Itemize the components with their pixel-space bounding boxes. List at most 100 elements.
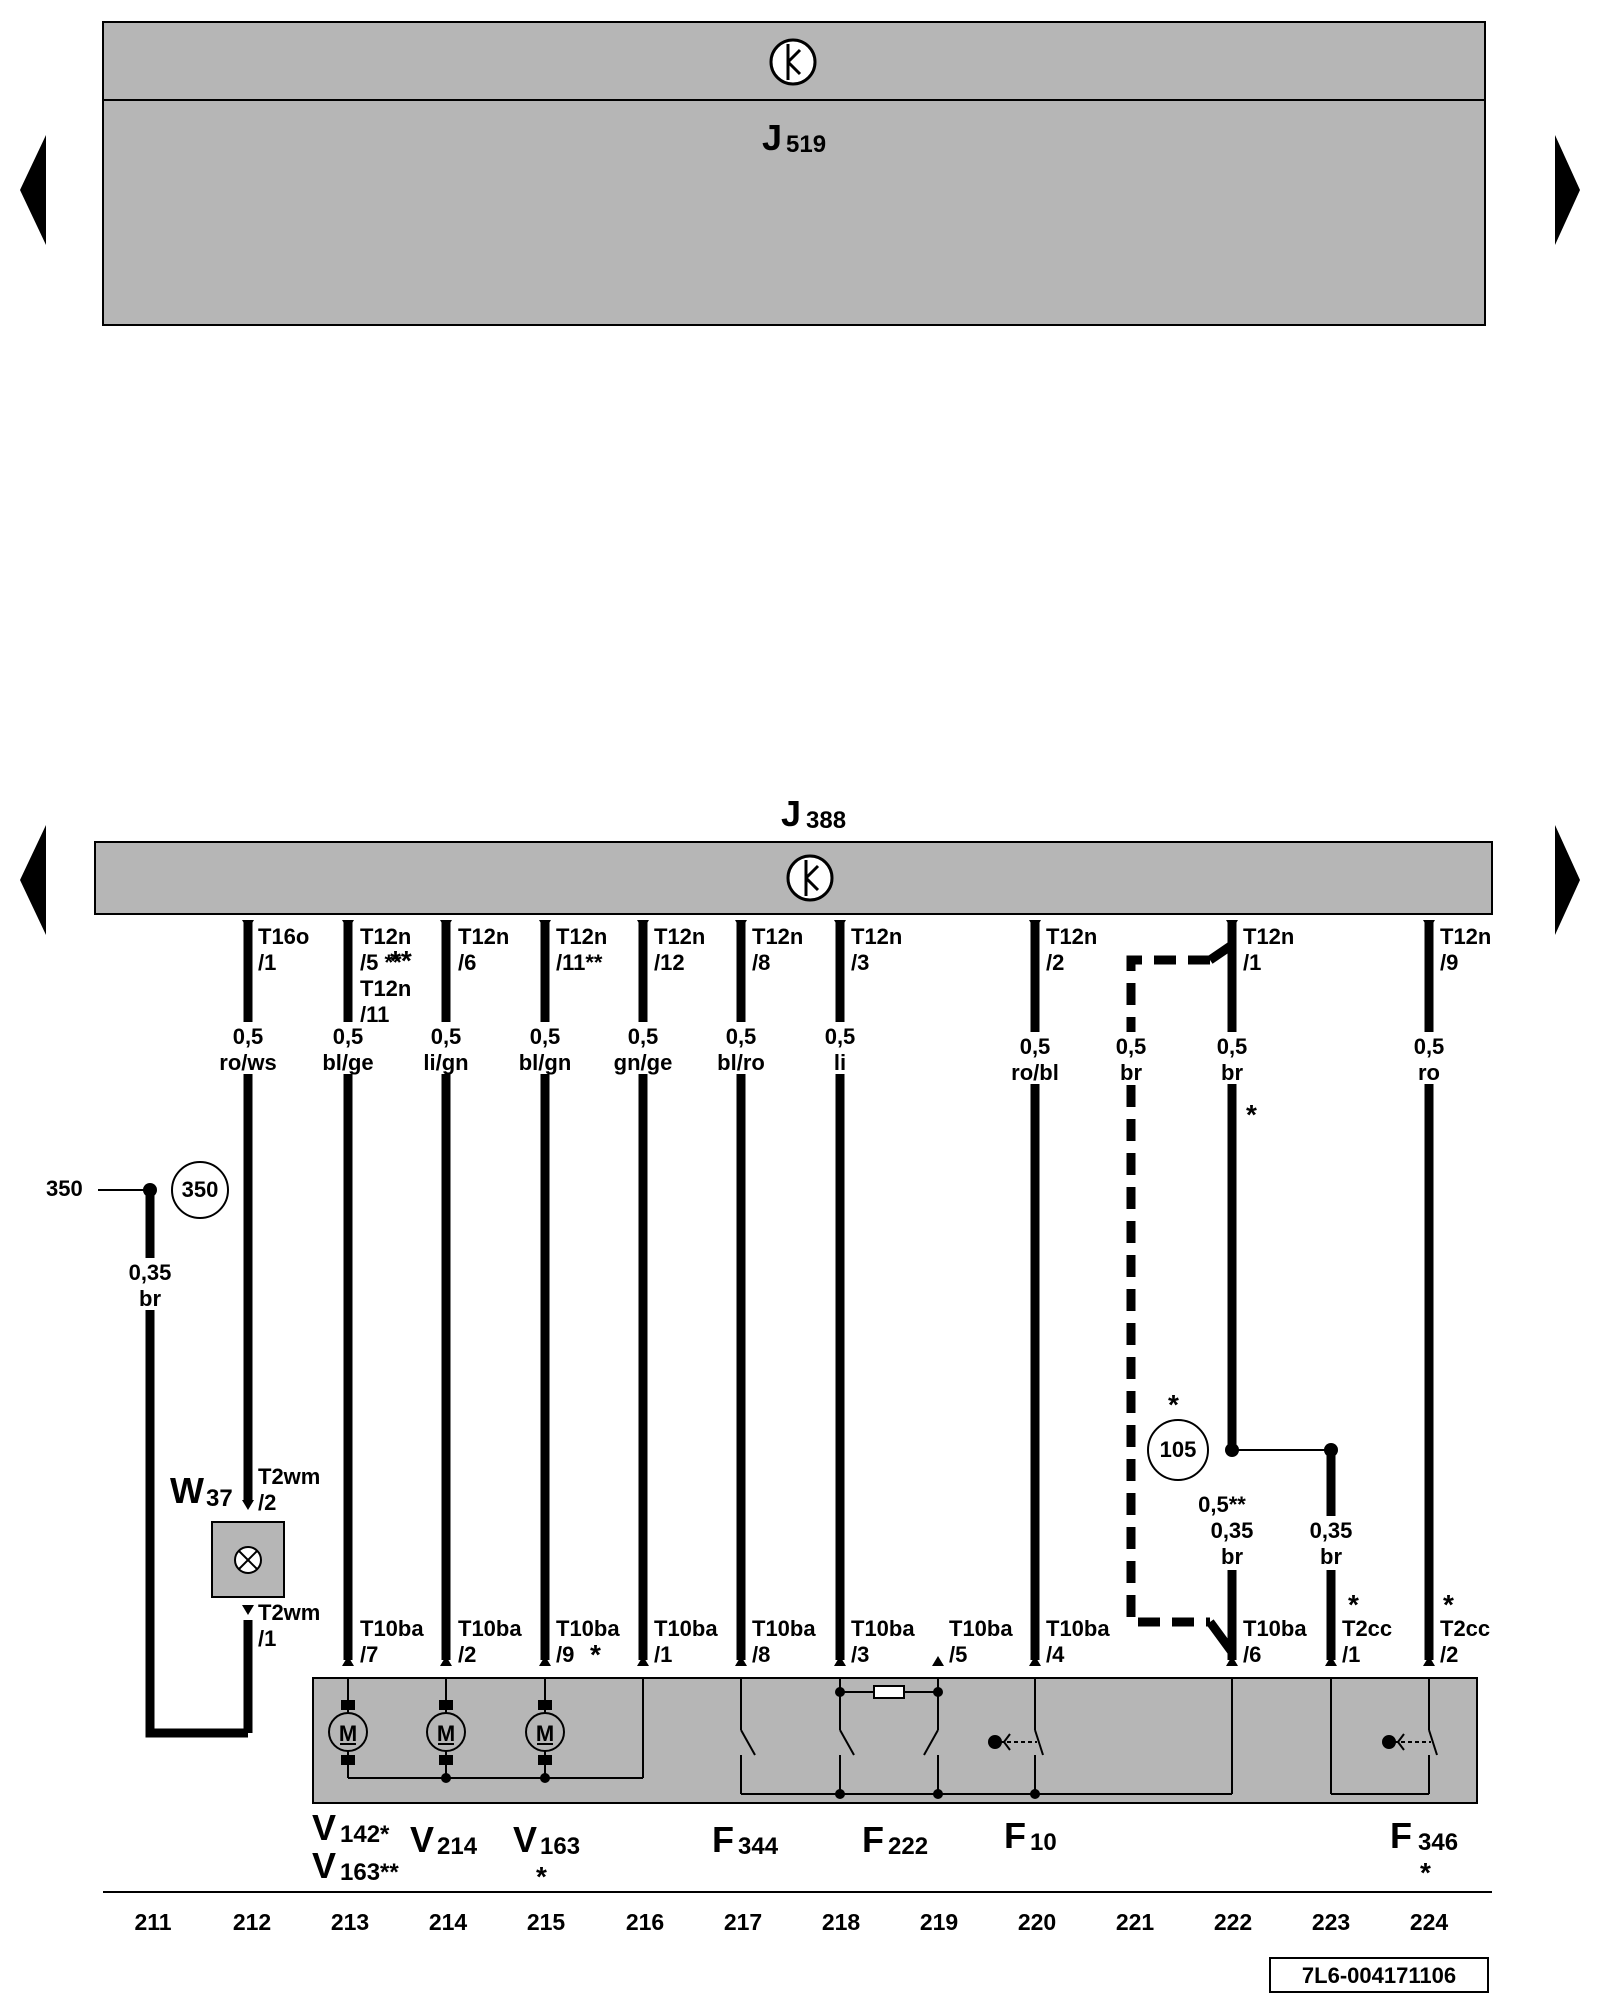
wire-224-color: ro bbox=[1418, 1060, 1440, 1085]
connector-labels-top: T16o /1 T12n /5 ** T12n /11 T12n /6 T12n… bbox=[258, 924, 1491, 1027]
ref-350-label: 350 bbox=[46, 1176, 83, 1201]
track-217: 217 bbox=[724, 1909, 762, 1935]
conn-214-l1: T12n bbox=[458, 924, 509, 949]
wire-211 bbox=[145, 1190, 248, 1738]
comp-f222-name: F bbox=[862, 1819, 884, 1860]
svg-text:M: M bbox=[339, 1721, 357, 1746]
svg-text:M: M bbox=[536, 1721, 554, 1746]
comp-v163b-name: V bbox=[312, 1845, 336, 1886]
comp-f222-sub: 222 bbox=[888, 1833, 928, 1860]
junction-dot bbox=[1324, 1443, 1338, 1457]
wire-217-color: bl/ro bbox=[717, 1050, 765, 1075]
wire-222b-size2: 0,35 bbox=[1211, 1518, 1254, 1543]
comp-v163b-sub: 163** bbox=[340, 1859, 399, 1886]
ref-105-circle: 105 bbox=[1160, 1437, 1197, 1462]
motor-icon: M bbox=[426, 1700, 466, 1765]
lconn-224-l2: /2 bbox=[1440, 1642, 1458, 1667]
wire-218-size: 0,5 bbox=[825, 1024, 856, 1049]
prev-page-arrow-top[interactable] bbox=[20, 135, 46, 245]
wire-221-color: br bbox=[1120, 1060, 1142, 1085]
track-216: 216 bbox=[626, 1909, 664, 1935]
track-211: 211 bbox=[134, 1909, 171, 1935]
track-218: 218 bbox=[822, 1909, 861, 1935]
conn-218-l1: T12n bbox=[851, 924, 902, 949]
track-212: 212 bbox=[233, 1909, 271, 1935]
lconn-215-l2: /9 bbox=[556, 1642, 574, 1667]
track-215: 215 bbox=[527, 1909, 566, 1935]
lconn-214-l1: T10ba bbox=[458, 1616, 522, 1641]
wire-222b-size: 0,5** bbox=[1198, 1492, 1246, 1517]
star-f346: * bbox=[1420, 1857, 1431, 1888]
lconn-216-l2: /1 bbox=[654, 1642, 672, 1667]
wire-216-size: 0,5 bbox=[628, 1024, 659, 1049]
switch-actuator-icon bbox=[1382, 1733, 1431, 1751]
wire-212-size: 0,5 bbox=[233, 1024, 264, 1049]
lconn-218-l1: T10ba bbox=[851, 1616, 915, 1641]
lconn-223-l1: T2cc bbox=[1342, 1616, 1392, 1641]
wire-211-color: br bbox=[139, 1286, 161, 1311]
junction-dot bbox=[143, 1183, 157, 1197]
comp-v163-sub: 163 bbox=[540, 1833, 580, 1860]
lconn-218-l2: /3 bbox=[851, 1642, 869, 1667]
wire-213-size: 0,5 bbox=[333, 1024, 364, 1049]
conn-212-l2: /1 bbox=[258, 950, 276, 975]
comp-v142-sub: 142* bbox=[340, 1821, 390, 1848]
module-j519-sub: 519 bbox=[786, 131, 826, 158]
wire-labels: 0,5 ro/ws 0,5 bl/ge 0,5 li/gn 0,5 bl/gn … bbox=[122, 1022, 1447, 1570]
conn-217-l1: T12n bbox=[752, 924, 803, 949]
wire-216-color: gn/ge bbox=[614, 1050, 673, 1075]
conn-216-l2: /12 bbox=[654, 950, 685, 975]
track-numbers: 211 212 213 214 215 216 217 218 219 220 … bbox=[134, 1909, 1448, 1935]
module-j519-name: J bbox=[762, 117, 782, 158]
comp-v214-name: V bbox=[410, 1819, 434, 1860]
comp-f10-name: F bbox=[1004, 1815, 1026, 1856]
conn-220-l1: T12n bbox=[1046, 924, 1097, 949]
next-page-arrow-top[interactable] bbox=[1555, 135, 1580, 245]
track-222: 222 bbox=[1214, 1909, 1252, 1935]
conn-224-l2: /9 bbox=[1440, 950, 1458, 975]
wire-223-color: br bbox=[1320, 1544, 1342, 1569]
track-214: 214 bbox=[429, 1909, 468, 1935]
prev-page-arrow-bottom[interactable] bbox=[20, 825, 46, 935]
ref-105: 105 bbox=[1147, 1419, 1209, 1481]
lconn-217-l1: T10ba bbox=[752, 1616, 816, 1641]
wire-217-size: 0,5 bbox=[726, 1024, 757, 1049]
lconn-213-l1: T10ba bbox=[360, 1616, 424, 1641]
lconn-214-l2: /2 bbox=[458, 1642, 476, 1667]
conn-222-l2: /1 bbox=[1243, 950, 1261, 975]
star-223: * bbox=[1348, 1589, 1359, 1620]
track-223: 223 bbox=[1312, 1909, 1350, 1935]
next-page-arrow-bottom[interactable] bbox=[1555, 825, 1580, 935]
module-j388-name: J bbox=[781, 793, 801, 834]
w37-top1: T2wm bbox=[258, 1464, 320, 1489]
lconn-220-l2: /4 bbox=[1046, 1642, 1065, 1667]
wire-213-color: bl/ge bbox=[322, 1050, 373, 1075]
comp-v163-name: V bbox=[513, 1819, 537, 1860]
comp-v142-name: V bbox=[312, 1807, 336, 1848]
wire-222-bends bbox=[1206, 941, 1236, 1655]
conn-213-l2: /5 ** bbox=[360, 950, 402, 975]
star-v163: * bbox=[536, 1861, 547, 1892]
wire-212-color: ro/ws bbox=[219, 1050, 276, 1075]
lconn-222-l2: /6 bbox=[1243, 1642, 1261, 1667]
conn-222-l1: T12n bbox=[1243, 924, 1294, 949]
lconn-220-l1: T10ba bbox=[1046, 1616, 1110, 1641]
lconn-216-l1: T10ba bbox=[654, 1616, 718, 1641]
ref-350: 350 350 bbox=[46, 1161, 229, 1219]
conn-220-l2: /2 bbox=[1046, 950, 1064, 975]
connector-markers-top bbox=[242, 920, 1435, 930]
doc-id-box: 7L6-004171106 bbox=[1269, 1957, 1489, 1993]
conn-215-l1: T12n bbox=[556, 924, 607, 949]
w37-bot1: T2wm bbox=[258, 1600, 320, 1625]
track-219: 219 bbox=[920, 1909, 958, 1935]
component-labels: V 142* V 163** V 214 V 163 * F 344 F 222… bbox=[312, 1807, 1458, 1892]
wire-214-color: li/gn bbox=[423, 1050, 468, 1075]
module-j519: J 519 bbox=[102, 21, 1486, 326]
lconn-224-l1: T2cc bbox=[1440, 1616, 1490, 1641]
lconn-215-l1: T10ba bbox=[556, 1616, 620, 1641]
ref-350-circle: 350 bbox=[182, 1177, 219, 1202]
switch-actuator-icon bbox=[988, 1733, 1037, 1751]
wire-221-size: 0,5 bbox=[1116, 1034, 1147, 1059]
conn-214-l2: /6 bbox=[458, 950, 476, 975]
